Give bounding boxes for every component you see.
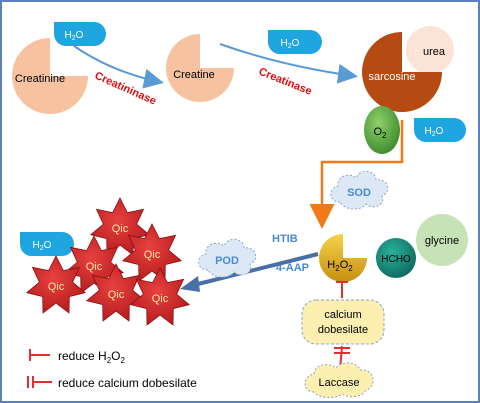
legend: reduce H2O2 reduce calcium dobesilate <box>27 349 197 390</box>
creatinine-shape <box>12 38 88 114</box>
h2o2-shape <box>319 234 367 282</box>
legend-single-inhibit-icon <box>29 349 50 361</box>
water-label-2: H2O <box>281 38 300 50</box>
creatinine-label: Creatinine <box>15 73 65 85</box>
water-drop-icon <box>54 22 106 46</box>
urea-shape <box>406 26 454 74</box>
calcium-label-line2: dobesilate <box>318 324 368 336</box>
h2o2-label: H2O2 <box>327 259 353 273</box>
water-label-1: H2O <box>65 30 84 42</box>
arrow-creatine-to-sarcosine <box>219 43 358 84</box>
creatine-shape <box>166 34 234 102</box>
glycine-shape <box>416 214 468 266</box>
legend-reduce-h2o2: reduce H2O2 <box>58 349 126 365</box>
creatinine-node: Creatinine <box>12 38 88 114</box>
calcium-box <box>301 299 385 345</box>
o2-node: O2 <box>364 106 400 154</box>
sarcosine-node: sarcosine <box>362 32 442 112</box>
creatine-node: Creatine <box>166 34 234 102</box>
pod-cloud-shape <box>198 239 257 278</box>
qic-label: Qic <box>144 249 161 261</box>
o2-label: O2 <box>373 126 387 140</box>
qic-star: Qic <box>63 235 125 294</box>
creatininase-label: Creatininase <box>93 70 158 108</box>
sod-cloud-shape <box>330 171 389 210</box>
glycine-node: glycine <box>416 214 468 266</box>
qic-star: Qic <box>129 267 191 326</box>
arrow-creatinine-to-creatine <box>73 45 164 89</box>
pod-label: POD <box>215 255 239 267</box>
creatine-label: Creatine <box>173 69 215 81</box>
aap-label: 4-AAP <box>276 262 309 274</box>
qic-star-shape <box>25 255 87 314</box>
qic-star-shape <box>89 197 151 256</box>
water-drop-icon <box>19 232 74 257</box>
hcho-shape <box>376 238 416 278</box>
qic-label: Qic <box>112 223 129 235</box>
laccase-label: Laccase <box>319 377 360 389</box>
h2o2-node: H2O2 <box>319 234 367 282</box>
o2-shape <box>364 106 400 154</box>
qic-star: Qic <box>89 197 151 256</box>
laccase-cloud-shape <box>304 362 374 399</box>
arrow-sarcosine-to-h2o2 <box>309 120 404 229</box>
htib-label: HTIB <box>272 233 298 245</box>
hcho-label: HCHO <box>381 254 411 265</box>
arrow-h2o2-to-qic <box>180 252 319 292</box>
water-drop-4: H2O <box>19 232 74 257</box>
sod-cloud: SOD <box>330 171 389 210</box>
legend-reduce-calcium: reduce calcium dobesilate <box>58 376 197 390</box>
sarcosine-shape <box>362 32 442 112</box>
urea-node: urea <box>406 26 454 74</box>
glycine-label: glycine <box>425 235 459 247</box>
water-drop-3: H2O <box>414 118 466 142</box>
water-drop-icon <box>267 30 322 55</box>
qic-star-shape <box>129 267 191 326</box>
urea-label: urea <box>423 46 446 58</box>
qic-star: Qic <box>25 255 87 314</box>
sarcosine-label: sarcosine <box>368 71 415 83</box>
calcium-label-line1: calcium <box>324 309 361 321</box>
qic-label: Qic <box>108 289 125 301</box>
legend-double-inhibit-icon <box>27 376 52 388</box>
qic-star-shape <box>121 223 183 282</box>
water-drop-icon <box>414 118 466 142</box>
water-drop-1: H2O <box>54 22 106 46</box>
qic-label: Qic <box>48 281 65 293</box>
laccase-cloud: Laccase <box>304 362 374 399</box>
pod-cloud: POD <box>198 239 257 278</box>
hcho-node: HCHO <box>376 238 416 278</box>
calcium-dobesilate-node: calcium dobesilate <box>301 299 385 345</box>
qic-star: Qic <box>121 223 183 282</box>
water-label-4: H2O <box>33 240 52 252</box>
qic-star-shape <box>63 235 125 294</box>
creatinase-label: Creatinase <box>257 66 314 98</box>
water-label-3: H2O <box>425 126 444 138</box>
inhibit-h2o2-calcium <box>336 281 348 298</box>
water-drop-2: H2O <box>267 30 322 55</box>
sod-label: SOD <box>347 187 371 199</box>
qic-label: Qic <box>152 293 169 305</box>
qic-label: Qic <box>86 261 103 273</box>
